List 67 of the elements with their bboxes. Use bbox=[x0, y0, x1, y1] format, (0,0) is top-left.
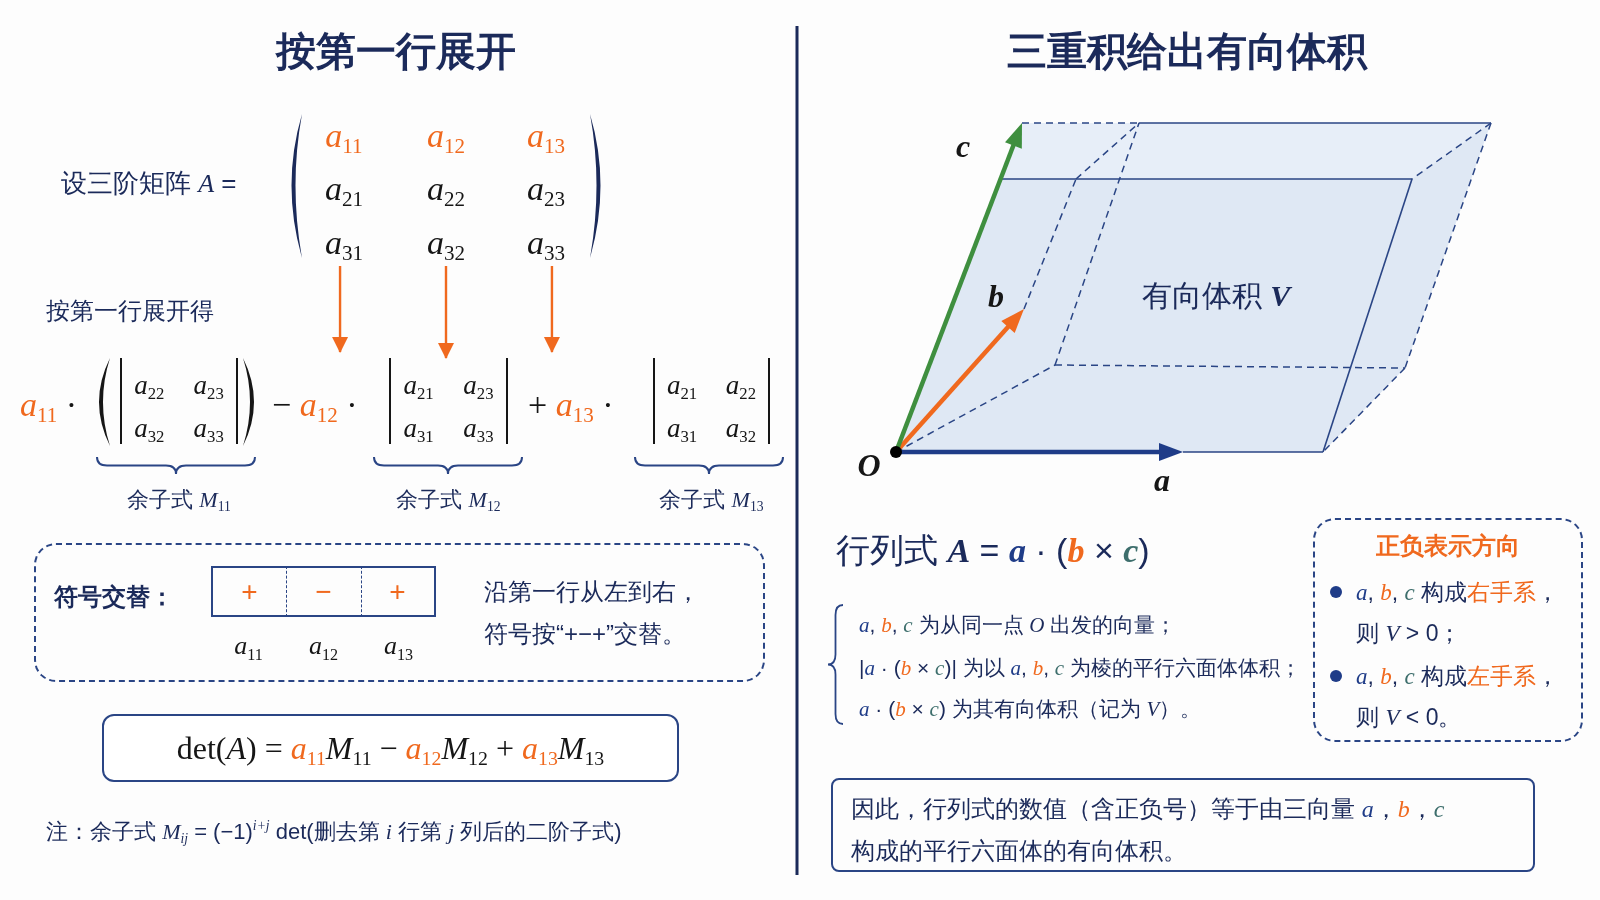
list-item-text: |a · (b × c)| 为以 a, b, c 为棱的平行六面体体积； bbox=[859, 654, 1302, 682]
section-heading: 三重积给出有向体积 bbox=[1007, 28, 1367, 75]
point-label: O bbox=[857, 445, 881, 485]
bullet-text: a, b, c 构成右手系，则 V > 0； bbox=[1356, 578, 1561, 648]
arrow bbox=[543, 266, 560, 353]
determinant bbox=[120, 358, 238, 444]
panel-heading: 符号交替： bbox=[54, 582, 174, 612]
determinant bbox=[653, 358, 770, 444]
element-label: a$_{11}$ bbox=[234, 630, 263, 662]
panel-heading: 正负表示方向 bbox=[1376, 531, 1520, 561]
element-label: a$_{13}$ bbox=[383, 630, 414, 662]
matrix-entry: a$_{32}$ bbox=[426, 222, 466, 264]
minor-label: 余子式 M$_{12}$ bbox=[396, 486, 501, 514]
volume-label: 有向体积 V bbox=[1141, 278, 1291, 314]
sign-symbol: + bbox=[241, 574, 258, 609]
minor-label: 余子式 M$_{11}$ bbox=[127, 486, 231, 514]
matrix-entry: a$_{22}$ bbox=[725, 368, 756, 402]
body-text: 因此，行列式的数值（含正负号）等于由三向量 a，b，c 构成的平行六面体的有向体积。 bbox=[851, 794, 1446, 866]
sign-symbol: + bbox=[389, 574, 406, 609]
vector-label: b bbox=[988, 276, 1004, 316]
body-text: 按第一行展开得 bbox=[46, 296, 214, 326]
matrix-entry: a$_{31}$ bbox=[403, 411, 434, 445]
table-cell bbox=[286, 566, 361, 617]
table-cell bbox=[211, 566, 286, 617]
vector-label: a bbox=[1154, 460, 1170, 500]
matrix-entry: a$_{23}$ bbox=[193, 368, 224, 402]
element-label: a$_{12}$ bbox=[308, 630, 339, 662]
matrix-entry: a$_{21}$ bbox=[324, 168, 364, 210]
matrix-entry: a$_{23}$ bbox=[463, 368, 494, 402]
determinant bbox=[389, 358, 508, 444]
bullet-text: a, b, c 构成左手系，则 V < 0。 bbox=[1356, 662, 1561, 732]
body-text: 沿第一行从左到右，符号按“+−+”交替。 bbox=[484, 577, 701, 649]
arrow bbox=[332, 266, 349, 353]
conclusion-box bbox=[831, 778, 1535, 872]
footnote-text: 注：余子式 M$_{ij}$ = (−1)$^{i+j}$ det(删去第 i 行第 j 列后的二阶子式) bbox=[46, 818, 622, 846]
matrix-entry: a$_{21}$ bbox=[667, 368, 698, 402]
matrix-entry: a$_{23}$ bbox=[526, 168, 566, 210]
minor-label: 余子式 M$_{13}$ bbox=[659, 486, 764, 514]
list-item-text: a, b, c 为从同一点 O 出发的向量； bbox=[859, 611, 1177, 639]
matrix-entry: a$_{11}$ bbox=[325, 115, 363, 157]
matrix-entry: a$_{33}$ bbox=[526, 222, 566, 264]
table-cell bbox=[361, 566, 436, 617]
matrix-entry: a$_{22}$ bbox=[134, 368, 165, 402]
matrix-entry: a$_{31}$ bbox=[324, 222, 364, 264]
section-heading: 按第一行展开 bbox=[276, 28, 516, 75]
arrow bbox=[438, 266, 454, 359]
dashed-panel bbox=[34, 543, 765, 682]
matrix-entry: a$_{13}$ bbox=[526, 115, 566, 157]
formula-box bbox=[102, 714, 679, 782]
matrix-entry: a$_{33}$ bbox=[463, 411, 494, 445]
formula-term: − a$_{12}$ · bbox=[272, 384, 358, 426]
matrix-entry: a$_{32}$ bbox=[725, 411, 756, 445]
formula-text: 设三阶矩阵 A = bbox=[61, 168, 237, 200]
matrix-entry: a$_{33}$ bbox=[193, 411, 224, 445]
formula-term: + a$_{13}$ · bbox=[528, 384, 614, 426]
matrix-entry: a$_{22}$ bbox=[426, 168, 466, 210]
matrix-entry: a$_{21}$ bbox=[403, 368, 434, 402]
formula-text: 行列式 A = a · (b × c) bbox=[836, 530, 1150, 572]
matrix-entry: a$_{31}$ bbox=[667, 411, 698, 445]
vector-label: c bbox=[955, 126, 971, 166]
matrix-entry: a$_{12}$ bbox=[426, 115, 466, 157]
formula-text: det(A) = a$_{11}$M$_{11}$ − a$_{12}$M$_{12}$ + a$_{13}$M$_{13}$ bbox=[176, 728, 605, 768]
matrix-entry: a$_{32}$ bbox=[134, 411, 165, 445]
dashed-panel bbox=[1313, 518, 1583, 742]
list-item-text: a · (b × c) 为其有向体积（记为 V）。 bbox=[859, 695, 1202, 723]
formula-term: a$_{11}$ · bbox=[20, 384, 78, 426]
sign-symbol: − bbox=[315, 574, 332, 609]
